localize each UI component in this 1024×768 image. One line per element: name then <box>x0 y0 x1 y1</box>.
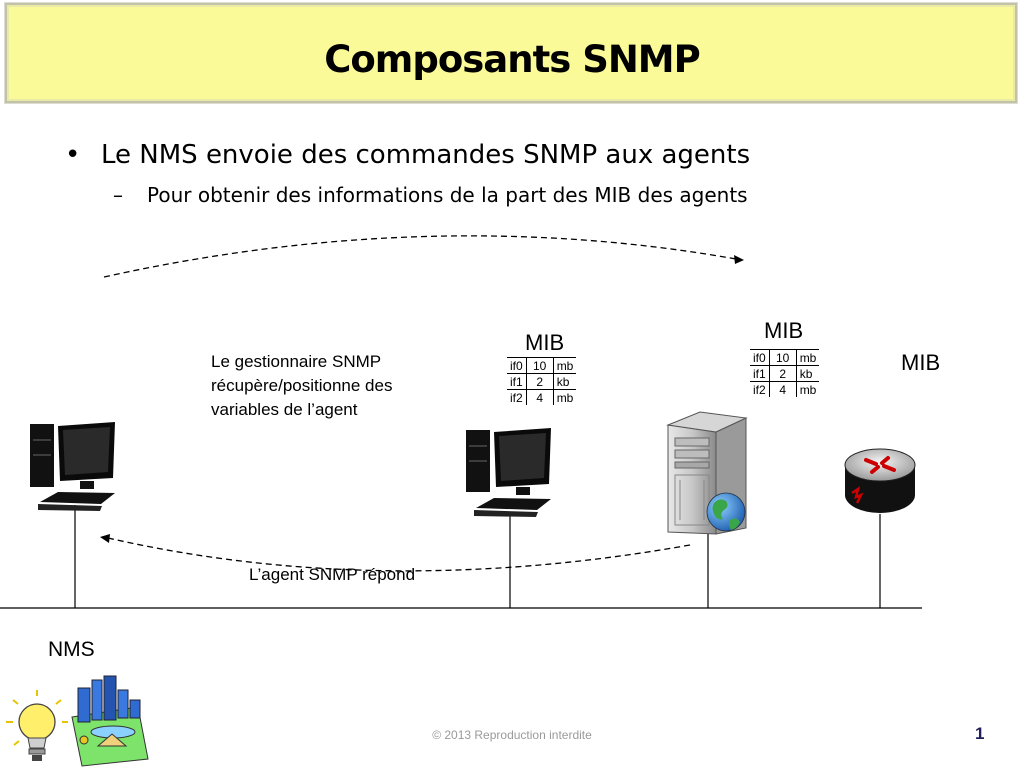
table-row: if2 4 mb <box>750 381 820 397</box>
mib-table-workstation: if0 10 mb if1 2 kb if2 4 mb <box>507 357 577 405</box>
mib-unit: kb <box>556 374 570 389</box>
table-row: if0 10 mb <box>507 357 577 374</box>
mib-unit: mb <box>556 358 574 373</box>
mib-iface: if2 <box>750 381 770 397</box>
mib-label-router: MIB <box>901 350 941 375</box>
mib-unit: mb <box>799 350 817 365</box>
bullet-dash-marker: – <box>113 183 123 207</box>
request-arrow <box>103 235 744 278</box>
mib-iface: if1 <box>507 373 527 390</box>
agent-computer-icon <box>466 428 551 517</box>
mib-unit: kb <box>799 366 813 381</box>
title-banner <box>5 3 1017 103</box>
mib-value: 10 <box>526 357 554 374</box>
mib-iface: if0 <box>507 357 527 374</box>
copyright-footer: © 2013 Reproduction interdite <box>432 728 592 742</box>
mib-iface: if1 <box>750 365 770 382</box>
bullet-1-text: Le NMS envoie des commandes SNMP aux age… <box>101 140 751 170</box>
router-icon <box>844 448 916 513</box>
mib-value: 4 <box>769 381 797 397</box>
bullet-2-text: Pour obtenir des informations de la part… <box>147 183 748 207</box>
bullet-level-2: –Pour obtenir des informations de la par… <box>113 183 748 207</box>
mib-iface: if0 <box>750 349 770 366</box>
mib-value: 10 <box>769 349 797 366</box>
manager-text-line: variables de l’agent <box>211 400 358 419</box>
response-arrow <box>100 534 691 572</box>
agent-reply-label: L’agent SNMP répond <box>249 565 416 584</box>
table-row: if0 10 mb <box>750 349 820 366</box>
lightbulb-clipart-icon <box>6 690 68 761</box>
manager-text-line: Le gestionnaire SNMP <box>211 352 382 371</box>
mib-value: 4 <box>526 389 554 405</box>
slide-title: Composants SNMP <box>324 38 701 81</box>
nms-computer-icon <box>30 422 115 511</box>
mib-value: 2 <box>526 373 554 390</box>
mib-iface: if2 <box>507 389 527 405</box>
bullet-level-1: • Le NMS envoie des commandes SNMP aux ag… <box>65 140 750 170</box>
globe-icon <box>706 492 746 532</box>
mib-table-server: if0 10 mb if1 2 kb if2 4 mb <box>750 349 820 397</box>
manager-description: Le gestionnaire SNMP récupère/positionne… <box>211 350 451 422</box>
mib-label-workstation: MIB <box>525 330 565 355</box>
network-bus <box>0 505 922 609</box>
city-clipart-icon <box>71 675 149 767</box>
nms-label: NMS <box>48 638 95 661</box>
mib-value: 2 <box>769 365 797 382</box>
table-row: if1 2 kb <box>507 373 577 390</box>
mib-unit: mb <box>556 390 574 405</box>
mib-unit: mb <box>799 382 817 397</box>
mib-label-server: MIB <box>764 318 804 343</box>
table-row: if1 2 kb <box>750 365 820 382</box>
manager-text-line: récupère/positionne des <box>211 376 393 395</box>
page-number: 1 <box>975 724 985 743</box>
bullet-marker: • <box>65 140 81 170</box>
table-row: if2 4 mb <box>507 389 577 405</box>
